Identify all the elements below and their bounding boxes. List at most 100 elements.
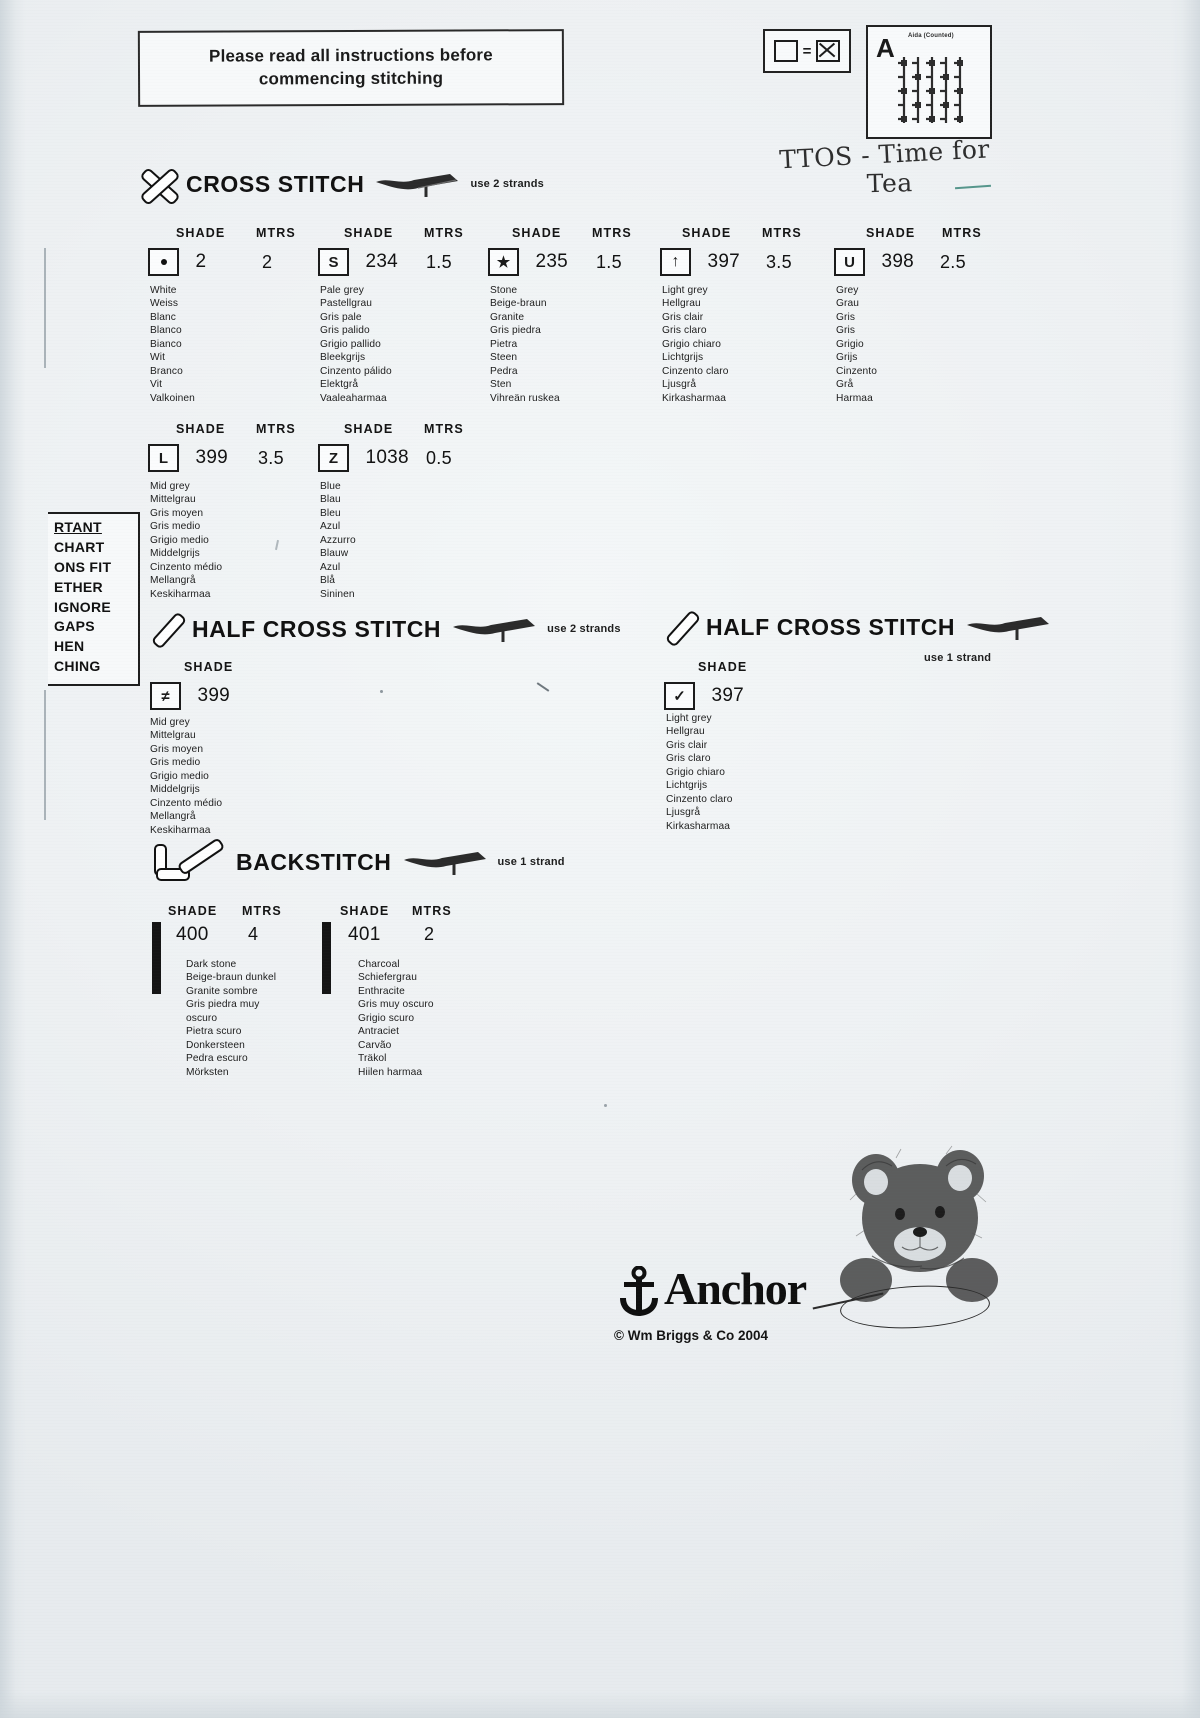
strand-count-label: use 1 strand [924, 652, 992, 664]
star-symbol [488, 248, 519, 276]
shade-column-header: SHADE [176, 226, 226, 240]
mtrs-value: 3.5 [258, 448, 284, 468]
thread-entry: Z 1038 [318, 444, 409, 472]
colour-name-list: Mid grey Mittelgrau Gris moyen Gris medi… [150, 717, 223, 836]
important-line: CHING [54, 658, 101, 675]
scan-artifact-tick-top [44, 248, 46, 368]
letter-l-symbol: L [148, 444, 179, 472]
aida-fabric-weave-icon [898, 57, 966, 123]
shade-column-header: SHADE [168, 904, 218, 918]
shade-column-header: SHADE [344, 226, 394, 240]
fabric-type-box: A Aida (Counted) [866, 25, 992, 139]
mtrs-column-header: MTRS [762, 226, 802, 240]
section-header-half-cross-stitch-1: HALF CROSS STITCH [664, 609, 1051, 648]
diagonal-slash-symbol [150, 682, 181, 710]
colour-name-list: Light grey Hellgrau Gris clair Gris clar… [666, 713, 733, 832]
instruction-text: Please read all instructions before comm… [209, 44, 493, 91]
equals-sign: = [802, 42, 812, 60]
instruction-part-2: all instructions [310, 45, 440, 66]
scan-speck [604, 1104, 607, 1107]
needle-and-thread-icon [967, 617, 1050, 640]
strand-count-label: use 2 strands [547, 623, 621, 635]
instruction-banner: Please read all instructions before comm… [137, 29, 565, 107]
mtrs-column-header: MTRS [592, 226, 632, 240]
half-cross-stitch-icon [664, 609, 702, 648]
up-arrow-symbol [660, 248, 691, 276]
mtrs-value: 2 [262, 252, 273, 272]
mtrs-column-header: MTRS [256, 226, 296, 240]
colour-name-list: Grey Grau Gris Gris Grigio Grijs Cinzent… [836, 285, 878, 404]
colour-name-list: Dark stone Beige-braun dunkel Granite so… [186, 959, 277, 1078]
important-line: ETHER [54, 578, 103, 595]
anchor-brand-logo: Anchor [612, 1262, 842, 1324]
mtrs-value: 4 [248, 924, 259, 944]
important-line: IGNORE [54, 598, 112, 615]
shade-number: 397 [711, 685, 745, 706]
strand-count-label: use 2 strands [470, 178, 544, 190]
shade-column-header: SHADE [866, 226, 916, 240]
shade-number: 399 [195, 447, 229, 468]
letter-u-symbol: U [834, 248, 865, 276]
needle-and-thread-icon [403, 852, 486, 875]
important-line: HEN [54, 638, 85, 655]
thread-entry: L 399 [148, 444, 228, 472]
shade-number: 2 [195, 251, 207, 272]
mtrs-value: 1.5 [426, 252, 452, 272]
mtrs-column-header: MTRS [424, 422, 464, 436]
important-line: GAPS [54, 618, 95, 635]
section-header-backstitch: BACKSTITCH use 1 strand [152, 837, 565, 882]
letter-s-symbol: S [318, 248, 349, 276]
instruction-part-3: before [439, 45, 493, 65]
solid-bar-symbol [152, 922, 161, 994]
dot-symbol [148, 248, 179, 276]
thread-entry: 399 [150, 682, 230, 710]
shade-column-header: SHADE [184, 660, 234, 674]
shade-column-header: SHADE [698, 660, 748, 674]
page-edge-bottom [0, 1692, 1200, 1718]
scan-artifact-tick-bottom [44, 690, 46, 820]
anchor-logo-icon [620, 1266, 658, 1316]
shade-number: 399 [197, 685, 231, 706]
colour-name-list: White Weiss Blanc Blanco Bianco Wit Bran… [150, 285, 195, 404]
shade-column-header: SHADE [682, 226, 732, 240]
section-title: HALF CROSS STITCH [192, 615, 442, 642]
mtrs-value: 2 [424, 924, 435, 944]
check-mark-symbol [664, 682, 695, 710]
page-edge-left [0, 0, 26, 1718]
half-cross-stitch-icon [150, 611, 188, 650]
section-title: CROSS STITCH [186, 170, 365, 197]
mtrs-value: 0.5 [426, 448, 452, 468]
mtrs-column-header: MTRS [424, 226, 464, 240]
shade-number: 235 [535, 251, 569, 272]
instruction-line-2: commencing stitching [258, 68, 444, 89]
shade-column-header: SHADE [344, 422, 394, 436]
empty-square-icon [773, 40, 798, 62]
scan-speck [380, 690, 383, 693]
important-line: ONS FIT [54, 558, 112, 575]
copyright-notice: © Wm Briggs & Co 2004 [614, 1328, 768, 1343]
shade-column-header: SHADE [512, 226, 562, 240]
shade-number: 401 [348, 924, 381, 945]
shade-number: 234 [365, 251, 399, 272]
colour-name-list: Light grey Hellgrau Gris clair Gris clar… [662, 285, 729, 404]
mtrs-column-header: MTRS [242, 904, 282, 918]
shade-column-header: SHADE [340, 904, 390, 918]
important-line: RTANT [54, 519, 102, 535]
symbol-key-box: = [763, 29, 851, 73]
teddy-bear-illustration [840, 1145, 998, 1302]
shade-number: 397 [707, 251, 741, 272]
shade-number: 398 [881, 251, 915, 272]
colour-name-list: Pale grey Pastellgrau Gris pale Gris pal… [320, 285, 392, 404]
backstitch-icon [152, 837, 226, 882]
important-line: CHART [54, 538, 105, 555]
needle-and-thread-icon [453, 619, 536, 642]
mtrs-column-header: MTRS [412, 904, 452, 918]
handwritten-line-2: Tea [866, 168, 914, 199]
shade-number: 1038 [365, 447, 409, 468]
thread-entry: 397 [664, 682, 744, 710]
mtrs-value: 3.5 [766, 252, 792, 272]
cross-stitch-square-icon [816, 40, 841, 62]
thread-entry: 397 [660, 248, 740, 276]
colour-name-list: Charcoal Schiefergrau Enthracite Gris mu… [358, 959, 434, 1078]
colour-name-list: Blue Blau Bleu Azul Azzurro Blauw Azul B… [320, 481, 356, 600]
